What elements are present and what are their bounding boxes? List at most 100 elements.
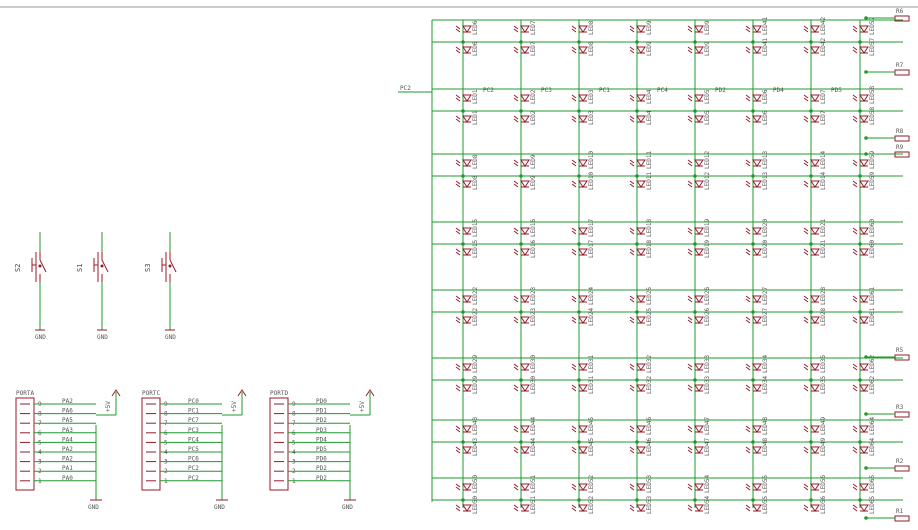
resistor: R1 [864, 508, 910, 522]
led-label: LED29 [472, 355, 479, 373]
led-label: LED7 [820, 110, 827, 125]
led-label: LED33 [704, 355, 711, 373]
power-label: +5V [359, 401, 366, 412]
led: LED12 [687, 172, 711, 190]
led-label: LED45 [588, 417, 595, 435]
header-name: PORTD [270, 390, 288, 397]
gnd-label: GND [97, 334, 108, 341]
led: LED59 [852, 172, 876, 190]
led-label: LED59 [869, 151, 876, 169]
led: LED52 [571, 475, 595, 493]
led-label: LED53 [646, 496, 653, 514]
led: LED30 [513, 376, 537, 394]
led-label: LED31 [588, 355, 595, 373]
led: LED47 [687, 438, 711, 456]
led-label: LED43 [472, 417, 479, 435]
led-label: LED17 [588, 240, 595, 258]
led: LED29 [455, 355, 479, 373]
led-label: LED47 [704, 417, 711, 435]
led-label: LED10 [588, 172, 595, 190]
net-label: PC3 [541, 87, 552, 94]
led-label: LED60 [869, 219, 876, 237]
gnd-label: GND [165, 334, 176, 341]
led-label: LED29 [472, 376, 479, 394]
resistor-label: R3 [896, 404, 904, 411]
led-label: LED33 [704, 376, 711, 394]
net-label: PA1 [62, 465, 73, 472]
led: LED31 [571, 355, 595, 373]
switch-label: S1 [76, 264, 84, 272]
led: LED9 [687, 41, 711, 56]
led-label: LED61 [869, 308, 876, 326]
led: LED23 [513, 308, 537, 326]
led-label: LED14 [820, 151, 827, 169]
led: LED49 [803, 438, 827, 456]
led: LED9 [687, 20, 711, 35]
led: LED27 [745, 308, 769, 326]
power-label: +5V [105, 401, 112, 412]
net-label: PD5 [831, 87, 842, 94]
led-label: LED51 [530, 475, 537, 493]
led: LED26 [687, 308, 711, 326]
led: LED58 [852, 86, 876, 104]
net-label: PD2 [715, 87, 726, 94]
led-label: LED22 [472, 287, 479, 305]
led: LED48 [745, 417, 769, 435]
led: LED7 [513, 41, 537, 56]
led: LED20 [745, 219, 769, 237]
led: LED49 [803, 417, 827, 435]
led-label: LED59 [869, 172, 876, 190]
led-label: LED18 [646, 219, 653, 237]
led-label: LED44 [530, 438, 537, 456]
led-label: LED24 [588, 308, 595, 326]
led-label: LED10 [588, 151, 595, 169]
led: LED18 [629, 240, 653, 258]
led: LED48 [745, 438, 769, 456]
led-label: LED27 [762, 308, 769, 326]
led-label: LED1 [472, 89, 479, 104]
net-label: PA6 [62, 408, 73, 415]
led: LED15 [455, 240, 479, 258]
led-label: LED51 [530, 496, 537, 514]
led: LED57 [852, 17, 876, 35]
led: LED25 [629, 308, 653, 326]
led: LED25 [629, 287, 653, 305]
led-label: LED31 [588, 376, 595, 394]
led: LED46 [629, 417, 653, 435]
led-label: LED34 [762, 376, 769, 394]
led: LED3 [571, 110, 595, 125]
led: LED12 [687, 151, 711, 169]
led: LED2 [513, 89, 537, 104]
led-label: LED9 [704, 41, 711, 56]
net-label: PA0 [62, 475, 73, 482]
led: LED28 [803, 308, 827, 326]
led-label: LED18 [646, 240, 653, 258]
led-label: LED3 [588, 110, 595, 125]
led-label: LED50 [472, 475, 479, 493]
led: LED8 [455, 175, 479, 190]
led-label: LED52 [588, 496, 595, 514]
